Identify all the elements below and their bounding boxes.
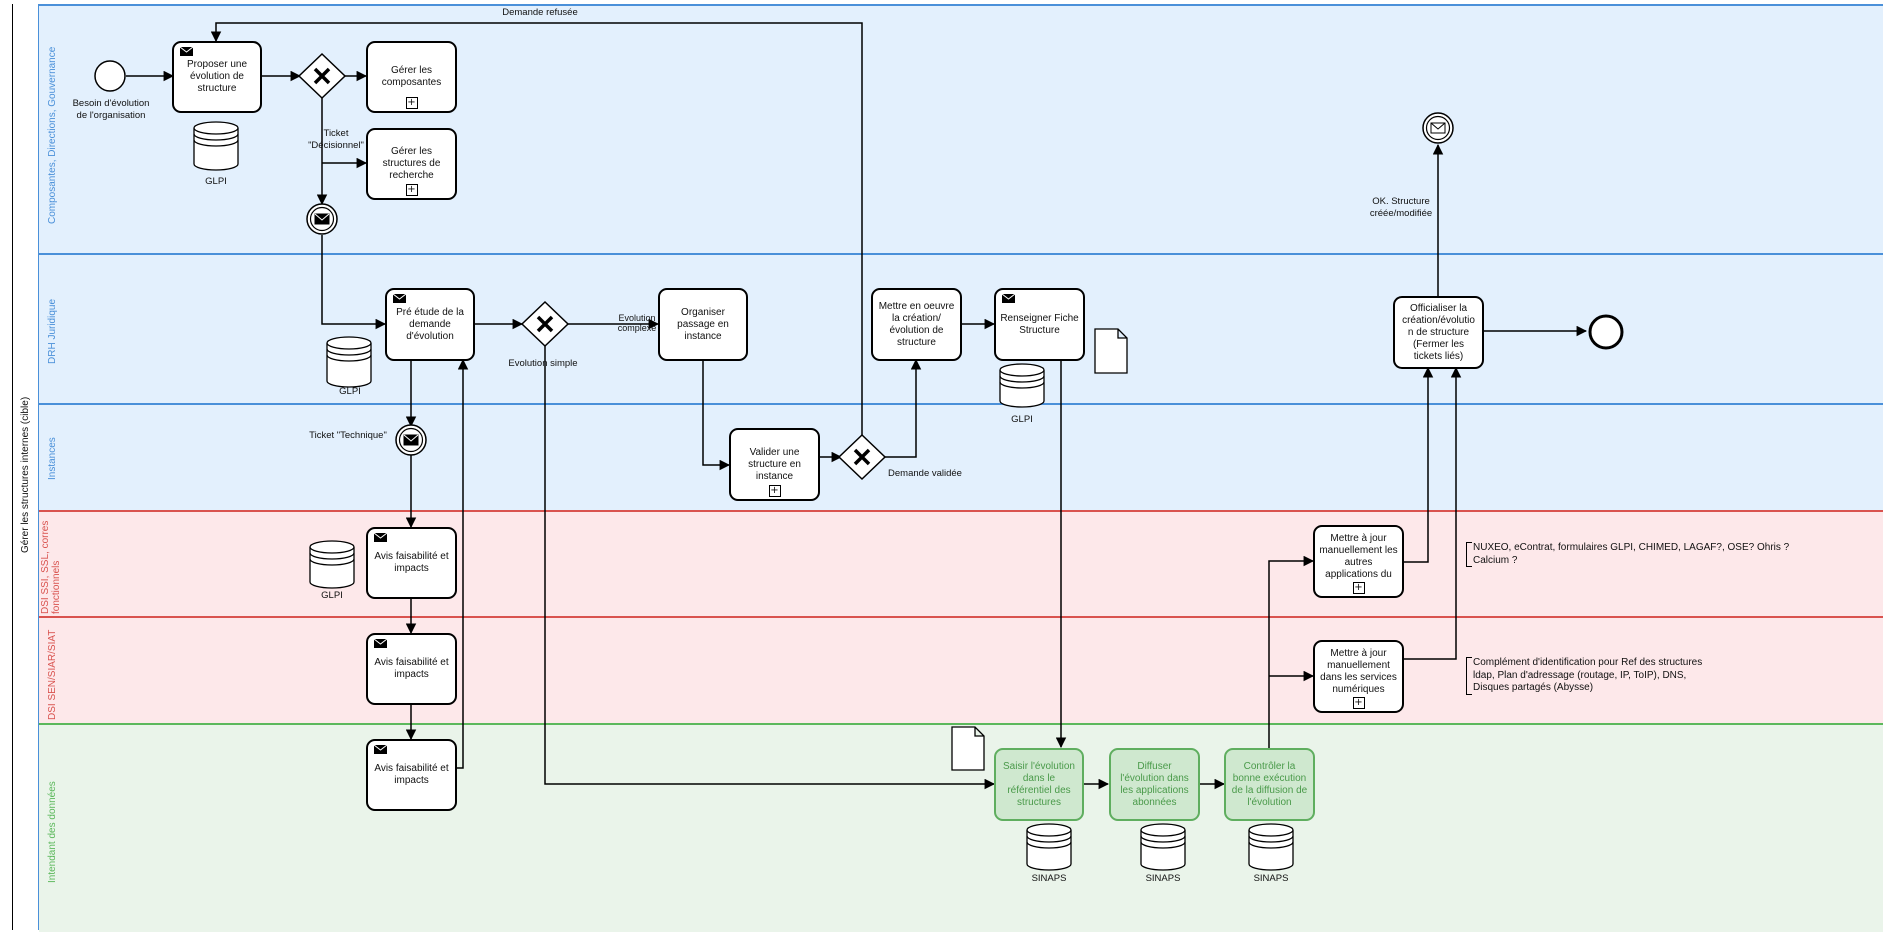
datastore-label-sinaps-1: SINAPS — [1031, 873, 1067, 884]
task-mettre-en-oeuvre[interactable]: Mettre en oeuvre la création/ évolution … — [871, 288, 962, 361]
task-gerer-structures[interactable]: Gérer les structures de recherche + — [366, 128, 457, 200]
end-event — [1588, 314, 1624, 350]
task-valider[interactable]: Valider une structure en instance + — [729, 428, 820, 501]
flow-controler-to-maj1 — [1268, 555, 1315, 748]
task-pre-etude[interactable]: Pré étude de la demande d'évolution — [385, 288, 475, 361]
lane-inst-bg — [39, 403, 1883, 512]
flow-gw2-simple — [544, 346, 996, 790]
datastore-glpi-4 — [309, 540, 355, 589]
datastore-label-glpi-4: GLPI — [321, 590, 343, 601]
datastore-label-sinaps-3: SINAPS — [1253, 873, 1289, 884]
task-avis-3[interactable]: Avis faisabilité et impacts — [366, 739, 457, 811]
task-renseigner[interactable]: Renseigner Fiche Structure — [994, 288, 1085, 361]
datastore-glpi-2 — [326, 336, 372, 388]
flow-gw3-to-mettre — [885, 358, 922, 458]
datastore-glpi-1 — [193, 121, 239, 171]
task-avis-1[interactable]: Avis faisabilité et impacts — [366, 527, 457, 599]
exclusive-gateway-1 — [297, 52, 347, 100]
task-avis-2[interactable]: Avis faisabilité et impacts — [366, 633, 457, 705]
message-event-decisionnel — [306, 203, 338, 235]
task-proposer[interactable]: Proposer une évolution de structure — [172, 41, 262, 113]
flow-msg-to-preetude — [321, 235, 387, 330]
subprocess-plus-icon[interactable]: + — [405, 97, 418, 109]
label-evolution-complexe: Evolution complexe — [617, 313, 657, 333]
datastore-label-glpi-1: GLPI — [205, 176, 227, 187]
pool-header — [12, 4, 39, 930]
message-icon — [180, 47, 193, 56]
subprocess-plus-icon[interactable]: + — [1352, 582, 1365, 594]
message-icon — [374, 639, 387, 648]
data-object-2 — [951, 726, 985, 771]
message-event-ok — [1422, 112, 1454, 144]
flow-organiser-to-valider — [702, 360, 731, 471]
datastore-label-glpi-3: GLPI — [1011, 414, 1033, 425]
lane-dsi2-bg — [39, 616, 1883, 725]
flow-avis3-back — [457, 358, 469, 769]
message-icon — [374, 745, 387, 754]
datastore-glpi-3 — [999, 363, 1045, 408]
task-controler[interactable]: Contrôler la bonne exécution de la diffu… — [1224, 748, 1315, 821]
label-demande-refusee: Demande refusée — [502, 7, 578, 18]
datastore-label-glpi-2: GLPI — [339, 386, 361, 397]
label-ok-structure: OK. Structure créée/modifiée — [1369, 196, 1433, 219]
datastore-sinaps-1 — [1026, 823, 1072, 871]
lane-gov-bg — [39, 4, 1883, 255]
task-maj-services[interactable]: Mettre à jour manuellement dans les serv… — [1313, 640, 1404, 713]
task-saisir[interactable]: Saisir l'évolution dans le référentiel d… — [994, 748, 1084, 821]
subprocess-plus-icon[interactable]: + — [405, 184, 418, 196]
flow-refusee — [210, 22, 863, 455]
message-event-technique — [395, 424, 427, 456]
message-icon — [374, 533, 387, 542]
datastore-sinaps-3 — [1248, 823, 1294, 871]
flow-maj1-to-officialiser — [1403, 366, 1434, 563]
message-icon — [393, 294, 406, 303]
datastore-label-sinaps-2: SINAPS — [1145, 873, 1181, 884]
label-besoin: Besoin d'évolution de l'organisation — [72, 98, 150, 121]
task-maj-autres-applications[interactable]: Mettre à jour manuellement les autres ap… — [1313, 525, 1404, 598]
task-gerer-composantes[interactable]: Gérer les composantes + — [366, 41, 457, 113]
label-demande-validee: Demande validée — [888, 468, 962, 479]
subprocess-plus-icon[interactable]: + — [768, 485, 781, 497]
data-object-1 — [1094, 328, 1128, 374]
exclusive-gateway-3 — [837, 433, 887, 481]
annotation-applications: NUXEO, eContrat, formulaires GLPI, CHIME… — [1466, 542, 1813, 567]
label-ticket-decisionnel: Ticket "Décisionnel" — [308, 128, 364, 151]
flow-maj2-to-officialiser — [1403, 366, 1462, 660]
datastore-sinaps-2 — [1140, 823, 1186, 871]
subprocess-plus-icon[interactable]: + — [1352, 697, 1365, 709]
message-icon — [1002, 294, 1015, 303]
task-officialiser[interactable]: Officialiser la création/évolutio n de s… — [1393, 296, 1484, 369]
task-diffuser[interactable]: Diffuser l'évolution dans les applicatio… — [1109, 748, 1200, 821]
annotation-complement: Complément d'identification pour Ref des… — [1466, 657, 1703, 695]
exclusive-gateway-2 — [520, 300, 570, 348]
label-ticket-technique: Ticket "Technique" — [309, 430, 387, 441]
label-evolution-simple: Evolution simple — [508, 358, 578, 369]
task-organiser[interactable]: Organiser passage en instance — [658, 288, 748, 361]
start-event — [94, 60, 126, 92]
